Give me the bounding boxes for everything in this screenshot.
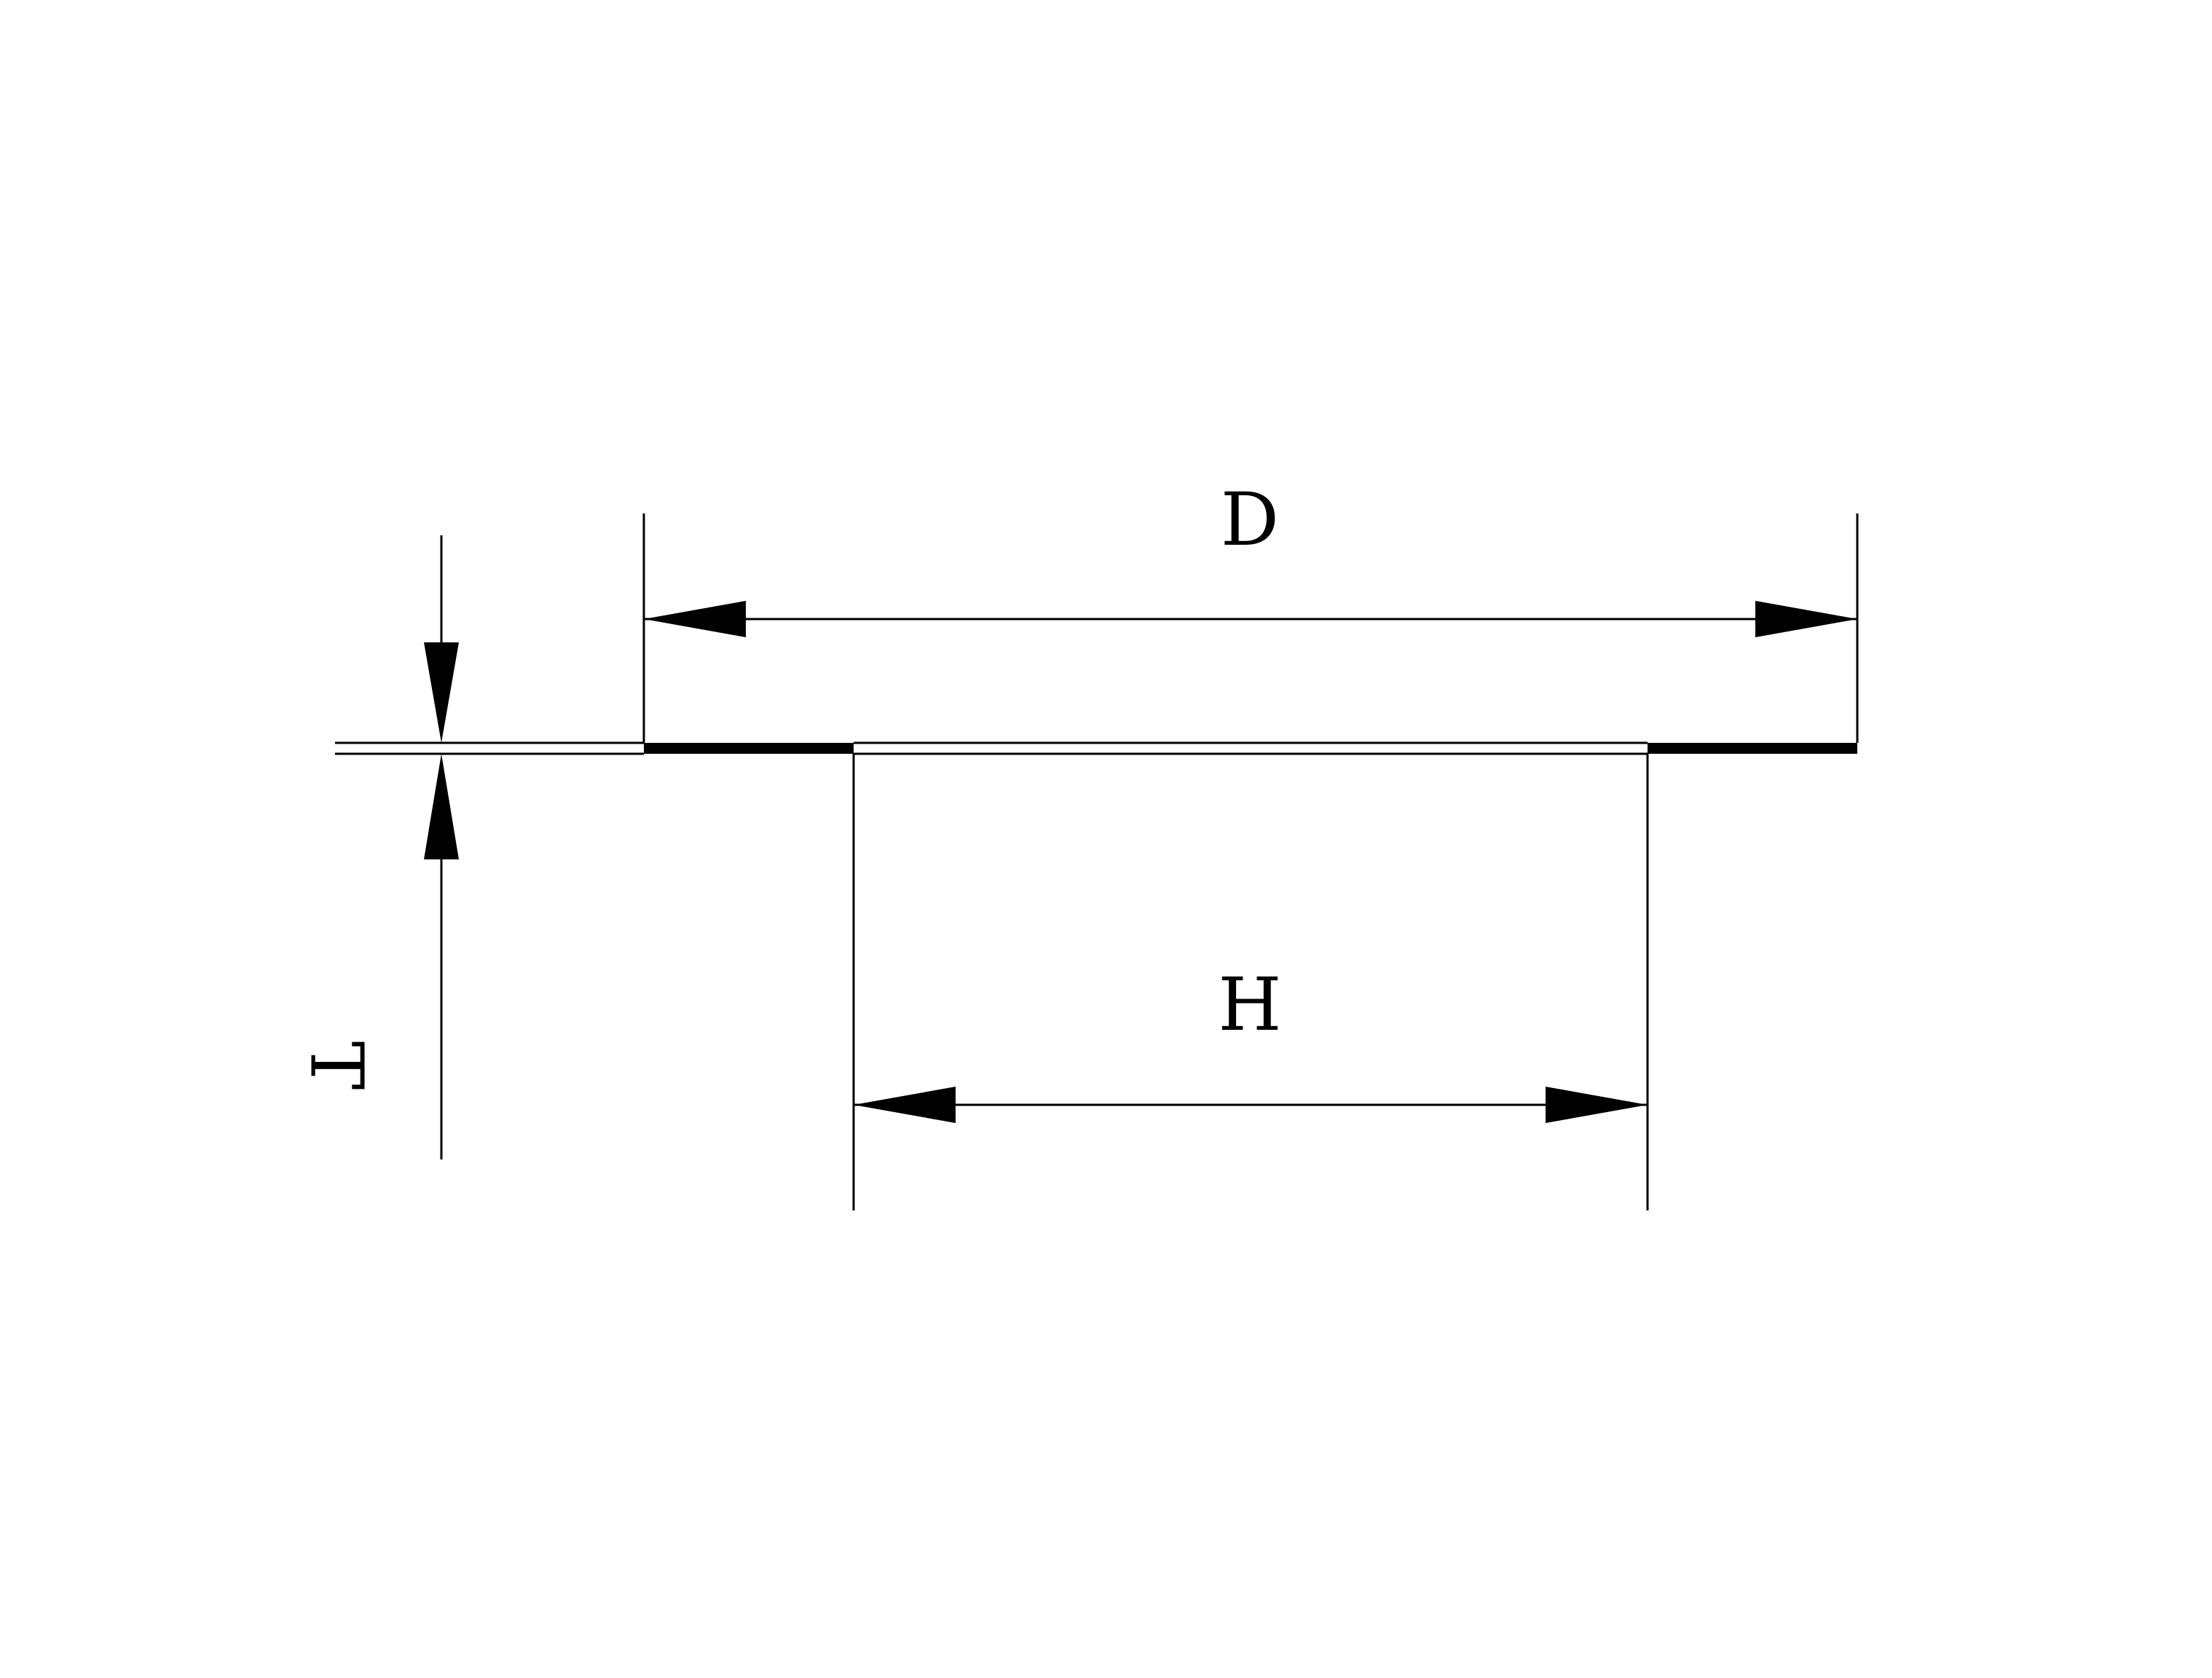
dimension-h	[852, 754, 1649, 1210]
t-arrowhead-bottom	[424, 754, 459, 859]
gasket-section-right	[1648, 743, 1857, 754]
part-body	[335, 741, 1857, 755]
label-h: H	[1218, 962, 1281, 1047]
t-arrowhead-top	[424, 642, 459, 743]
label-d: D	[1221, 477, 1279, 562]
label-t: T	[294, 1041, 379, 1090]
dimension-d	[642, 513, 1859, 743]
gasket-section-left	[644, 743, 854, 754]
dimension-t	[424, 535, 459, 1159]
